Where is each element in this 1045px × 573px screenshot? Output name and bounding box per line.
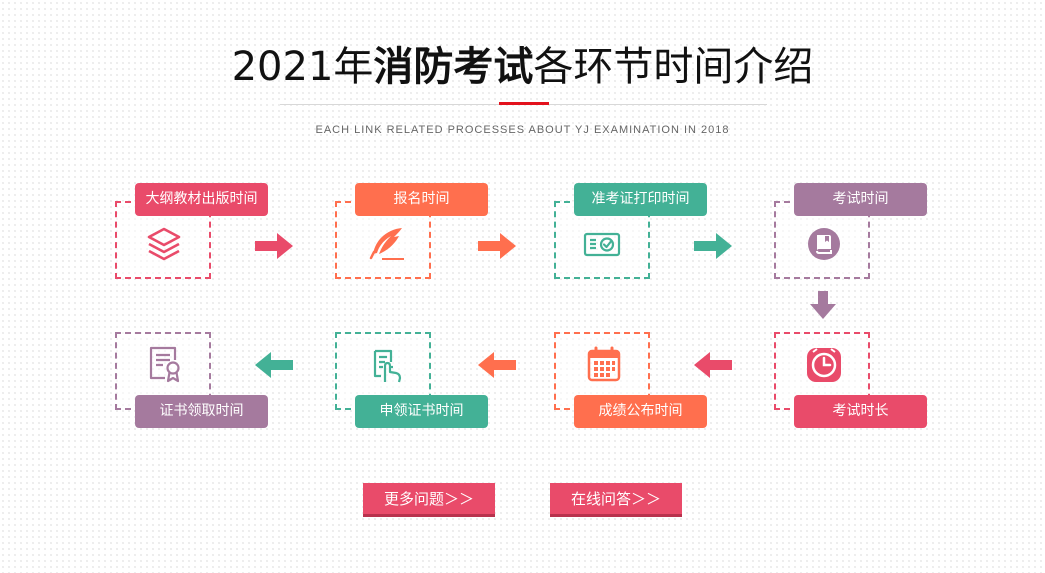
arrow-left-icon bbox=[478, 352, 516, 378]
stack-layers-icon bbox=[144, 224, 184, 264]
arrow-down-icon bbox=[810, 291, 836, 319]
more-questions-button[interactable]: 更多问题＞＞ bbox=[363, 483, 495, 517]
step-3-tag: 准考证打印时间 bbox=[574, 183, 707, 216]
step-2-tag: 报名时间 bbox=[355, 183, 488, 216]
page-subtitle: EACH LINK RELATED PROCESSES ABOUT YJ EXA… bbox=[315, 124, 730, 136]
step-1-tag: 大纲教材出版时间 bbox=[135, 183, 268, 216]
arrow-left-icon bbox=[694, 352, 732, 378]
title-bold: 消防考试 bbox=[373, 44, 534, 90]
quill-pen-icon bbox=[366, 224, 406, 264]
step-6-tag: 成绩公布时间 bbox=[574, 395, 707, 428]
title-rest: 各环节时间介绍 bbox=[533, 44, 814, 90]
arrow-right-icon bbox=[255, 233, 293, 259]
title-accent-bar bbox=[499, 102, 549, 105]
certificate-icon bbox=[145, 344, 185, 384]
book-icon bbox=[804, 224, 844, 264]
calendar-icon bbox=[584, 344, 624, 384]
step-5-tag: 考试时长 bbox=[794, 395, 927, 428]
online-qa-button[interactable]: 在线问答＞＞ bbox=[550, 483, 682, 517]
arrow-right-icon bbox=[478, 233, 516, 259]
step-4-tag: 考试时间 bbox=[794, 183, 927, 216]
arrow-left-icon bbox=[255, 352, 293, 378]
page-title: 2021年消防考试各环节时间介绍 bbox=[0, 40, 1045, 94]
step-8-tag: 证书领取时间 bbox=[135, 395, 268, 428]
arrow-right-icon bbox=[694, 233, 732, 259]
title-year: 2021年 bbox=[231, 44, 374, 90]
hand-document-icon bbox=[367, 346, 407, 386]
step-7-tag: 申领证书时间 bbox=[355, 395, 488, 428]
clock-icon bbox=[804, 344, 844, 384]
admission-ticket-icon bbox=[582, 224, 622, 264]
